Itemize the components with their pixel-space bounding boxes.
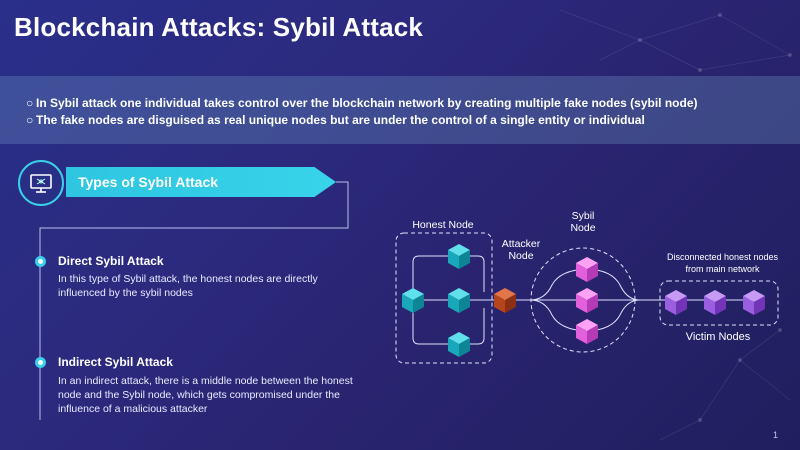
victim-node-cube (665, 290, 687, 315)
bullet-dot (35, 256, 46, 267)
victim-node-cube (704, 290, 726, 315)
bullet-dot (35, 357, 46, 368)
attacker-node-cube (494, 288, 516, 313)
honest-node-label: Honest Node (412, 219, 474, 231)
sybil-node-cube (576, 257, 598, 282)
disconnected-nodes-label: Disconnected honest nodes from main netw… (666, 252, 779, 274)
honest-node-cube (448, 288, 470, 313)
sybil-node-cube (576, 319, 598, 344)
indirect-attack-text: In an indirect attack, there is a middle… (58, 375, 353, 415)
attacker-node-label: Attacker Node (501, 238, 541, 262)
sybil-node-label: Sybil Node (570, 210, 596, 234)
types-heading: Types of Sybil Attack (78, 174, 219, 190)
honest-node-cube (448, 332, 470, 357)
summary-banner: ○In Sybil attack one individual takes co… (0, 76, 800, 144)
sybil-node-cube (576, 288, 598, 313)
page-title: Blockchain Attacks: Sybil Attack (14, 12, 424, 42)
direct-attack-text: In this type of Sybil attack, the honest… (58, 273, 318, 299)
banner-bullet: ○The fake nodes are disguised as real un… (26, 113, 645, 127)
types-heading-banner: Types of Sybil Attack (66, 167, 336, 197)
page-number: 1 (772, 430, 778, 440)
indirect-attack-title: Indirect Sybil Attack (58, 355, 173, 369)
monitor-network-icon (18, 160, 64, 206)
banner-bullet: ○In Sybil attack one individual takes co… (26, 96, 698, 110)
direct-attack-title: Direct Sybil Attack (58, 254, 164, 268)
victim-nodes-label: Victim Nodes (685, 331, 751, 343)
victim-node-cube (743, 290, 765, 315)
honest-node-cube (448, 244, 470, 269)
honest-node-group (395, 232, 493, 364)
victim-node-group (659, 280, 779, 326)
honest-node-cube (402, 288, 424, 313)
